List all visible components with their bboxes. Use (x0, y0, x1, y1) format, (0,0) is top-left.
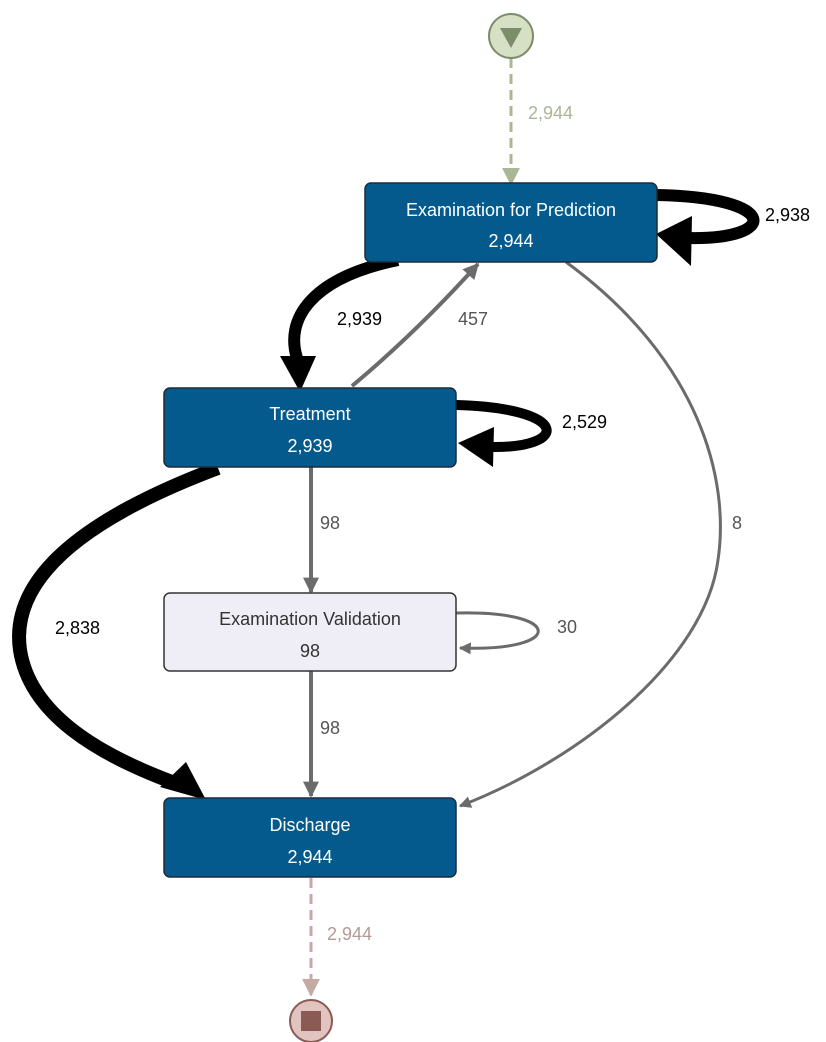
edge-label-treatment-to-examination-validation: 98 (320, 513, 340, 533)
triangle-down-icon (500, 28, 522, 48)
edge-label-treatment-to-discharge: 2,838 (55, 618, 100, 638)
edge-examination-for-prediction-self-loop[interactable] (655, 189, 760, 266)
edge-label-examination-for-prediction-to-treatment: 2,939 (337, 309, 382, 329)
edge-label-examination-validation-self-loop: 30 (557, 617, 577, 637)
edge-label-treatment-self-loop: 2,529 (562, 412, 607, 432)
node-examination-for-prediction[interactable]: Examination for Prediction 2,944 (364, 182, 658, 263)
edge-label-start-to-examination-for-prediction: 2,944 (528, 103, 573, 123)
node-examination-validation[interactable]: Examination Validation 98 (163, 592, 457, 672)
node-count: 2,944 (287, 847, 332, 867)
stop-square-icon (301, 1011, 321, 1031)
edge-treatment-to-examination-for-prediction[interactable] (350, 262, 480, 388)
node-name: Examination Validation (219, 609, 401, 629)
edge-label-examination-for-prediction-to-discharge: 8 (732, 513, 742, 533)
node-discharge[interactable]: Discharge 2,944 (163, 797, 457, 878)
edge-treatment-to-discharge[interactable] (12, 461, 221, 800)
edge-label-examination-for-prediction-self-loop: 2,938 (765, 205, 810, 225)
edge-label-examination-validation-to-discharge: 98 (320, 718, 340, 738)
edge-examination-validation-self-loop[interactable] (455, 611, 540, 655)
start-event[interactable] (488, 13, 534, 59)
node-count: 2,939 (287, 436, 332, 456)
edge-label-discharge-to-end: 2,944 (327, 924, 372, 944)
node-count: 98 (300, 641, 320, 661)
edge-label-treatment-to-examination-for-prediction: 457 (458, 309, 488, 329)
node-name: Examination for Prediction (406, 200, 616, 220)
edge-examination-for-prediction-to-treatment[interactable] (280, 254, 400, 392)
end-event[interactable] (289, 999, 333, 1042)
node-name: Discharge (269, 815, 350, 835)
edge-examination-for-prediction-to-discharge[interactable] (458, 260, 722, 808)
node-count: 2,944 (488, 231, 533, 251)
node-treatment[interactable]: Treatment 2,939 (163, 387, 457, 468)
edge-treatment-self-loop[interactable] (455, 400, 552, 467)
node-name: Treatment (269, 404, 350, 424)
